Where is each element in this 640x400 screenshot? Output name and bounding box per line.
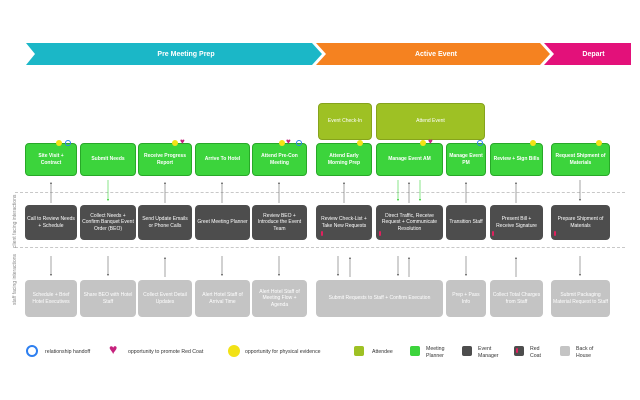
relationship-handoff-legend-icon [26,345,38,357]
legend-physical-evidence: opportunity for physical evidence [245,349,321,355]
phase-arrow-active [316,43,550,65]
planner-manage-pm: Manage Event PM [446,143,486,176]
relationship-handoff-icon [296,140,302,146]
boh-alert-flow: Alert Hotel Staff of Meeting Flow + Agen… [252,280,307,317]
legend-relationship-handoff: relationship handoff [45,349,91,355]
planner-site-visit: Site Visit + Contract [25,143,77,176]
heart-icon: ♥ [286,137,291,146]
boh-alert-arrival: Alert Hotel Staff of Arrival Time [195,280,250,317]
planner-early-prep: Attend Early Morning Prep [316,143,372,176]
phase-label-depart: Depart [582,50,605,58]
planner-submit-needs: Submit Needs [80,143,136,176]
planner-request-shipment: Request Shipment of Materials [551,143,610,176]
phase-arrow-pre [26,43,322,65]
back-of-house-swatch [560,346,570,356]
physical-evidence-icon [279,140,285,146]
manager-direct-traffic: Direct Traffic, Receive Request + Commun… [376,205,443,240]
boh-submit-packaging: Submit Packaging Material Request to Sta… [551,280,610,317]
manager-call-review: Call to Review Needs + Schedule [25,205,77,240]
red-coat-swatch [514,346,524,356]
line-of-visibility [15,247,625,248]
phase-bar: Pre Meeting Prep Active Event Depart [26,43,631,65]
legend-event-manager: Event Manager [478,346,499,359]
relationship-handoff-icon [65,140,71,146]
attendee-attend-event: Attend Event [376,103,485,140]
phase-arrow-depart [544,43,631,65]
manager-transition-staff: Transition Staff [446,205,486,240]
line-of-interaction [15,192,625,193]
manager-review-beo: Review BEO + Introduce the Event Team [252,205,307,240]
physical-evidence-legend-icon [228,345,240,357]
physical-evidence-icon [596,140,602,146]
legend-promote-red-coat: opportunity to promote Red Coat [128,349,204,355]
heart-icon: ♥ [180,137,185,146]
legend-back-of-house: Back of House [576,346,594,359]
manager-prepare-shipment: Prepare Shipment of Materials [551,205,610,240]
boh-schedule-brief: Schedule + Brief Hotel Executives [25,280,77,317]
heart-legend-icon: ♥ [109,341,118,357]
phase-arrows [26,43,631,65]
legend-meeting-planner: Meeting Planner [426,346,445,359]
physical-evidence-icon [56,140,62,146]
relationship-handoff-icon [477,140,483,146]
meeting-planner-swatch [410,346,420,356]
attendee-swatch [354,346,364,356]
legend-red-coat: Red Coat [530,346,541,359]
phase-label-active: Active Event [414,50,458,58]
planner-receive-progress: Receive Progress Report [138,143,192,176]
red-coat-legend-marker [516,348,518,353]
red-coat-marker [321,231,323,236]
manager-collect-needs: Collect Needs + Confirm Banquet Event Or… [80,205,136,240]
manager-review-checklist: Review Check-List + Take New Requests [316,205,372,240]
boh-collect-charges: Collect Total Charges from Staff [490,280,543,317]
physical-evidence-icon [420,140,426,146]
red-coat-marker [379,231,381,236]
red-coat-marker [492,231,494,236]
attendee-check-in: Event Check-In [318,103,372,140]
boh-prep-pass: Prep + Pass Info [446,280,486,317]
physical-evidence-icon [172,140,178,146]
event-manager-swatch [462,346,472,356]
red-coat-marker [554,231,556,236]
boh-share-beo: Share BEO with Hotel Staff [80,280,136,317]
boh-collect-updates: Collect Event Detail Updates [138,280,192,317]
manager-greet-planner: Greet Meeting Planner [195,205,250,240]
boh-submit-requests: Submit Requests to Staff + Confirm Execu… [316,280,443,317]
planner-manage-am: Manage Event AM [376,143,443,176]
phase-label-pre: Pre Meeting Prep [157,50,215,58]
physical-evidence-icon [530,140,536,146]
legend-attendee: Attendee [372,349,393,355]
physical-evidence-icon [357,140,363,146]
heart-icon: ♥ [428,137,433,146]
planner-pre-con: Attend Pre-Con Meeting [252,143,307,176]
manager-present-bill: Present Bill + Receive Signature [490,205,543,240]
manager-send-update: Send Update Emails or Phone Calls [138,205,192,240]
planner-arrive-hotel: Arrive To Hotel [195,143,250,176]
planner-review-sign: Review + Sign Bills [490,143,543,176]
